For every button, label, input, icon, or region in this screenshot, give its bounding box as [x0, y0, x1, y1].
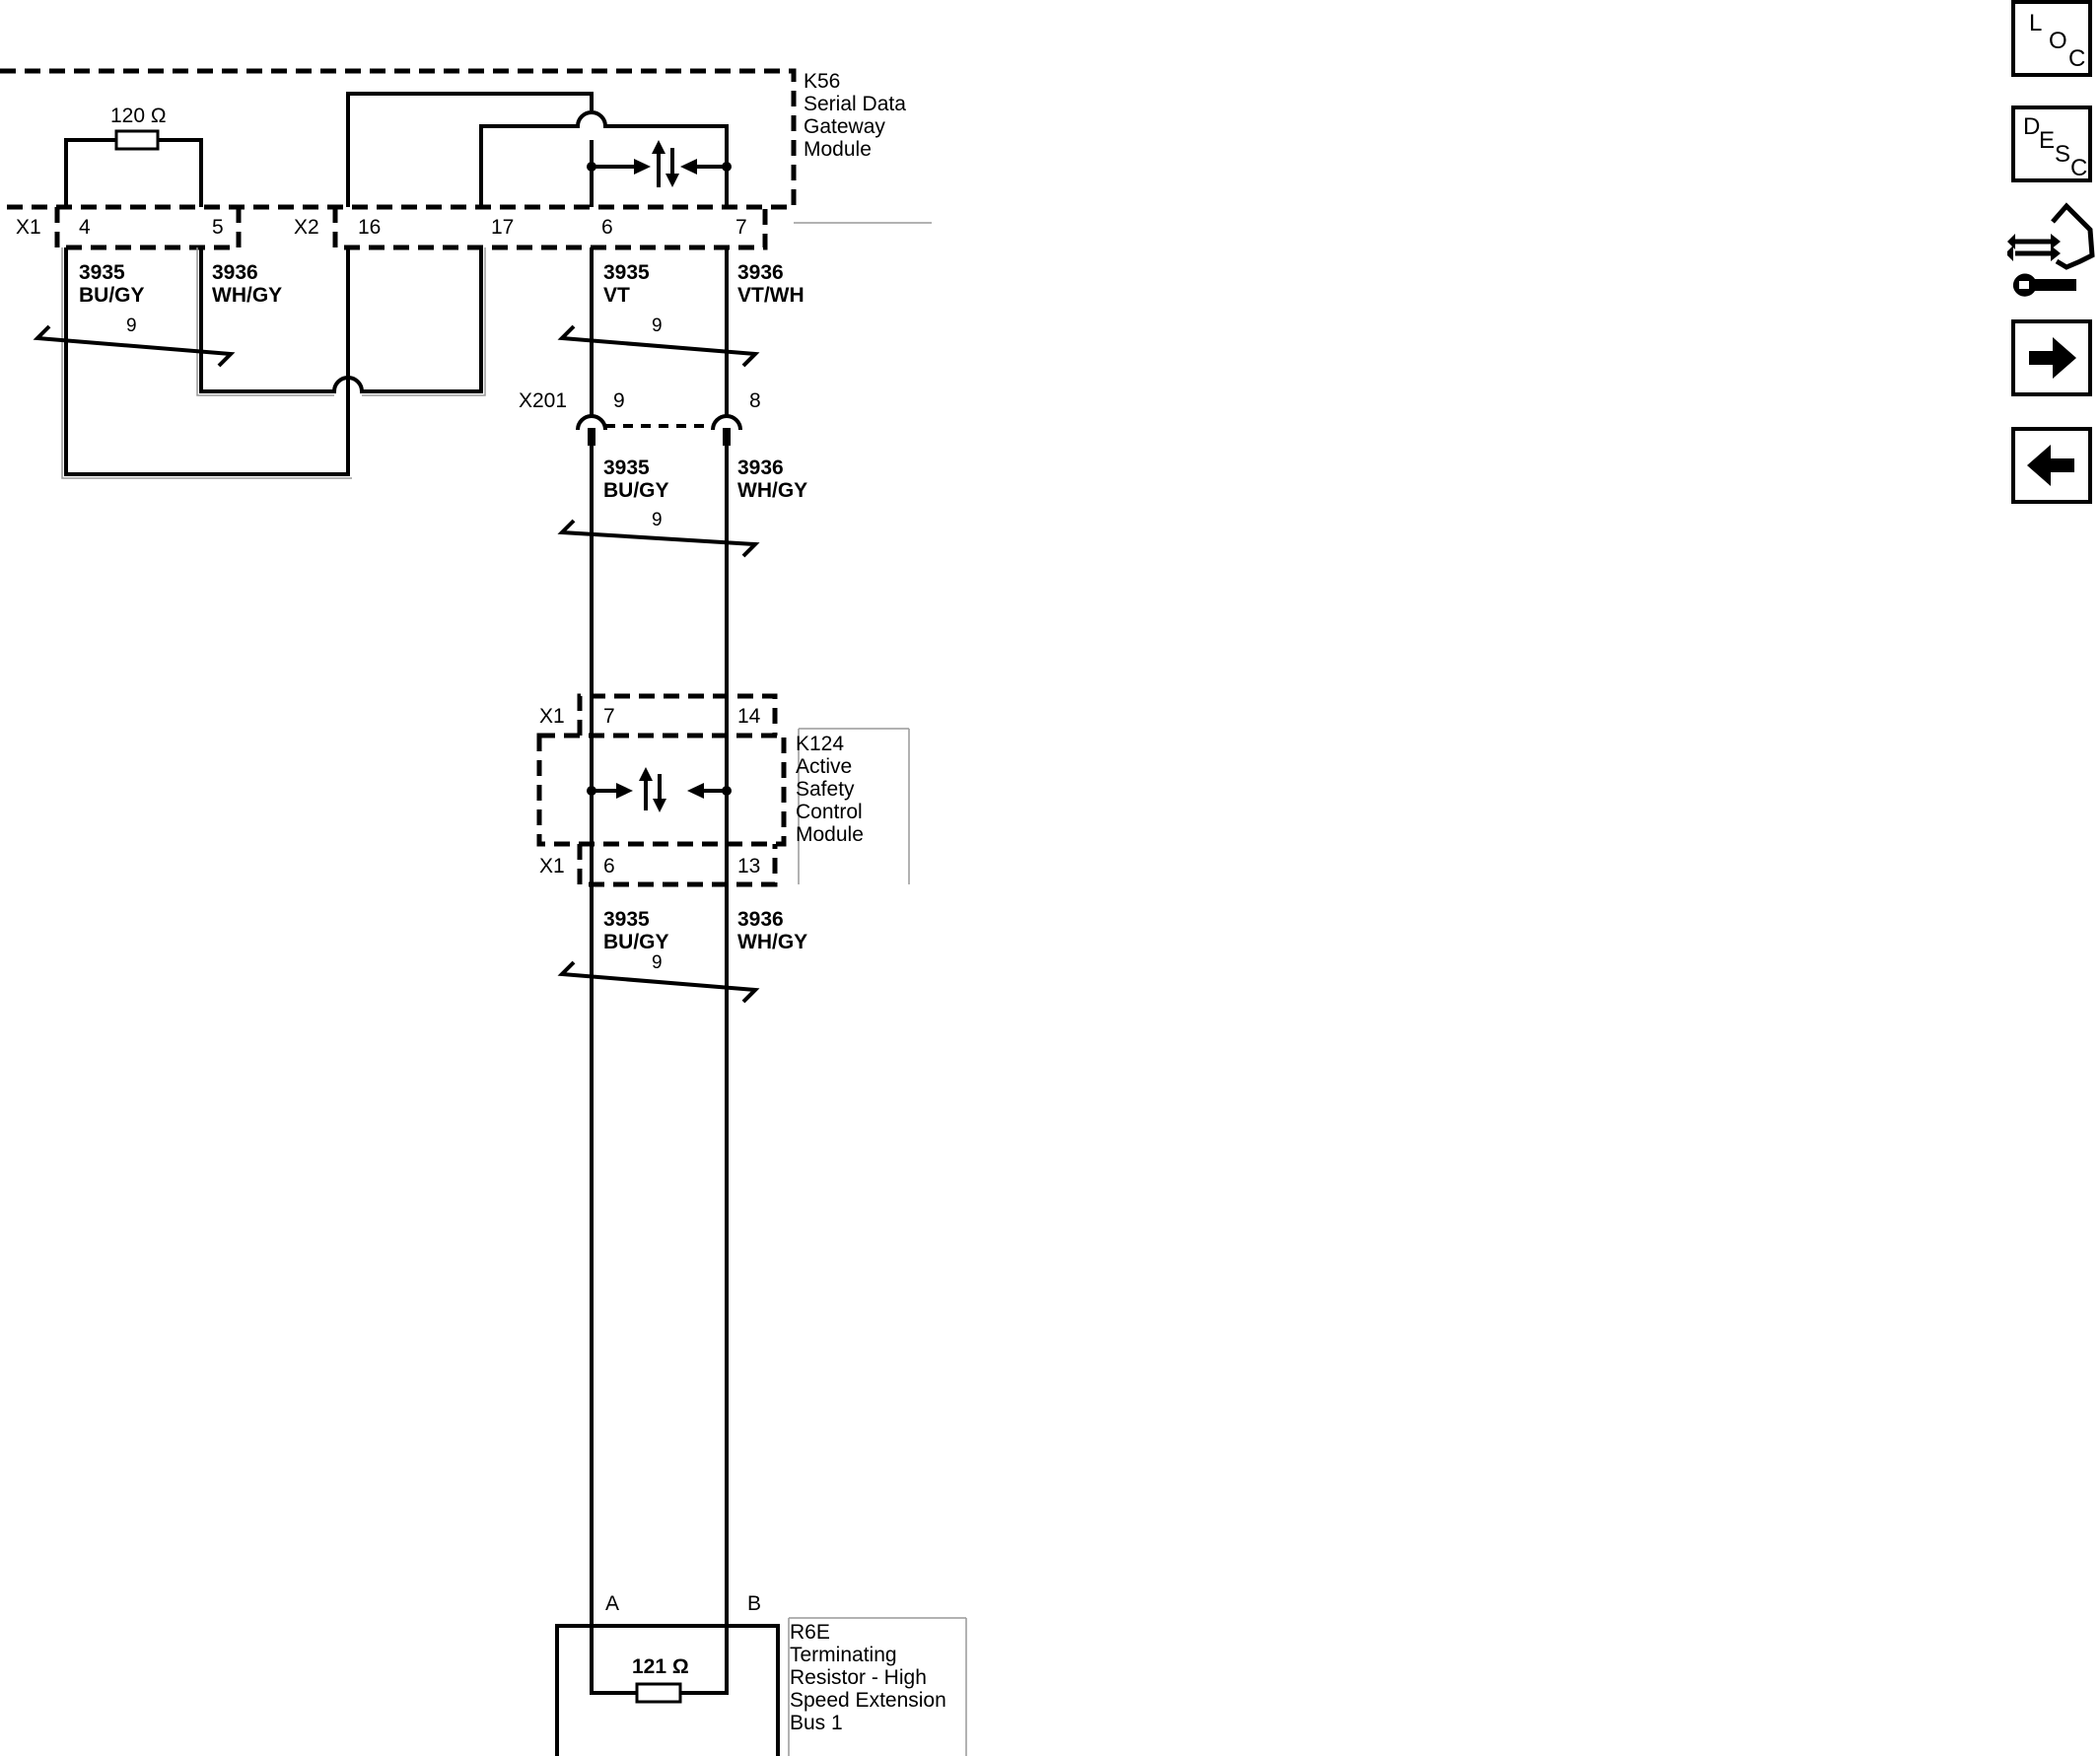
pin-x1-5: 5 — [212, 216, 224, 239]
k124-x1-top-label: X1 — [539, 705, 565, 728]
r6e-pin-b: B — [747, 1592, 761, 1615]
next-button[interactable] — [2011, 319, 2092, 396]
loc-letter-l: L — [2029, 10, 2043, 36]
k124-r6e-wires: 3935 BU/GY 3936 WH/GY 9 — [557, 884, 807, 1624]
wire-x1-5-circuit: 3936 — [212, 261, 258, 284]
r6e-name-line-3: Speed Extension — [790, 1689, 946, 1712]
pin-x1-4: 4 — [79, 216, 91, 239]
x201-label: X201 — [519, 389, 567, 412]
k56-wires: 3935 BU/GY 3936 WH/GY 3935 VT 3936 VT/WH… — [33, 247, 805, 479]
loc-button[interactable]: L O C — [2011, 0, 2092, 77]
k124-name-line-3: Control — [796, 801, 863, 823]
component-tool-icon — [2005, 202, 2095, 297]
wire-x1-4-circuit: 3935 — [79, 261, 125, 284]
r6e-resistor-value: 121 Ω — [632, 1655, 689, 1678]
twist-label-3: 9 — [652, 510, 663, 530]
k56-name-line-1: Serial Data — [804, 93, 906, 115]
x201-pin-9: 9 — [613, 389, 625, 412]
wire-k124-6-circuit: 3935 — [603, 908, 650, 931]
wire-k124-13-circuit: 3936 — [737, 908, 784, 931]
k56-resistor-value: 120 Ω — [110, 105, 167, 127]
k124-ref: K124 — [796, 733, 844, 755]
twist-label-1: 9 — [126, 316, 137, 336]
desc-letter-s: S — [2055, 141, 2071, 168]
wire-k124-6-color: BU/GY — [603, 931, 669, 953]
k56-ref: K56 — [804, 70, 840, 93]
k124-x1-top-connector — [577, 693, 778, 736]
k124-x1-bottom-label: X1 — [539, 855, 565, 878]
k56-name-line-3: Module — [804, 138, 872, 161]
r6e-name-line-4: Bus 1 — [790, 1712, 843, 1734]
k124-pin-7: 7 — [603, 705, 615, 728]
k56-name-line-2: Gateway — [804, 115, 885, 138]
twist-label-2: 9 — [652, 316, 663, 336]
wire-x1-4-color: BU/GY — [79, 284, 145, 307]
k124-x1-bottom-connector — [577, 844, 778, 887]
k56-module: K56 Serial Data Gateway Module X1 X2 4 5… — [0, 68, 932, 250]
k124-name-line-1: Active — [796, 755, 852, 778]
pin-x2-6: 6 — [601, 216, 613, 239]
k56-resistor-icon — [114, 129, 160, 151]
r6e-name-line-1: Terminating — [790, 1644, 897, 1666]
wire-k124-13-color: WH/GY — [737, 931, 807, 953]
pin-x2-16: 16 — [358, 216, 381, 239]
pin-x2-17: 17 — [491, 216, 514, 239]
component-tool-button[interactable] — [2005, 202, 2100, 301]
arrow-left-icon — [2027, 445, 2074, 486]
k124-pin-14: 14 — [737, 705, 761, 728]
x201-k124-wires: 3935 BU/GY 3936 WH/GY 9 — [557, 446, 807, 696]
loc-letter-o: O — [2049, 28, 2067, 54]
k56-x1-connector — [54, 207, 242, 250]
arrow-right-icon — [2029, 337, 2076, 379]
k124-pin-6: 6 — [603, 855, 615, 878]
loc-letter-c: C — [2068, 45, 2086, 72]
back-button[interactable] — [2011, 427, 2092, 504]
wire-x2-6-circuit: 3935 — [603, 261, 650, 284]
wire-x201-8-color: WH/GY — [737, 479, 807, 502]
r6e-name-line-2: Resistor - High — [790, 1666, 927, 1689]
desc-button[interactable]: D E S C — [2011, 105, 2092, 182]
x201-connector: X201 9 8 — [519, 389, 761, 446]
k124-module: X1 7 14 X1 6 13 K124 Active Safety Contr… — [536, 693, 910, 887]
k56-transceiver-icon — [587, 140, 732, 187]
k56-x2-label: X2 — [294, 216, 319, 239]
x201-pin-8: 8 — [749, 389, 761, 412]
desc-letter-d: D — [2023, 113, 2041, 140]
wire-x201-9-circuit: 3935 — [603, 457, 650, 479]
wire-x201-8-circuit: 3936 — [737, 457, 784, 479]
wire-x2-7-circuit: 3936 — [737, 261, 784, 284]
wire-x201-9-color: BU/GY — [603, 479, 669, 502]
k124-name-line-2: Safety — [796, 778, 855, 801]
r6e-module: A B 121 Ω R6E Terminating Resistor - Hig… — [555, 1592, 967, 1756]
r6e-pin-a: A — [605, 1592, 619, 1615]
wire-x2-6-color: VT — [603, 284, 630, 307]
desc-letter-c: C — [2070, 155, 2088, 181]
k56-x2-connector — [332, 207, 768, 250]
pin-x2-7: 7 — [735, 216, 747, 239]
wire-x1-5-color: WH/GY — [212, 284, 282, 307]
r6e-resistor-icon — [635, 1682, 682, 1704]
r6e-ref: R6E — [790, 1621, 830, 1644]
k56-x1-label: X1 — [16, 216, 41, 239]
wire-x2-7-color: VT/WH — [737, 284, 805, 307]
desc-letter-e: E — [2039, 127, 2056, 154]
k124-transceiver-icon — [587, 767, 732, 812]
twist-label-4: 9 — [652, 952, 663, 973]
k124-name-line-4: Module — [796, 823, 864, 846]
k124-pin-13: 13 — [737, 855, 760, 878]
